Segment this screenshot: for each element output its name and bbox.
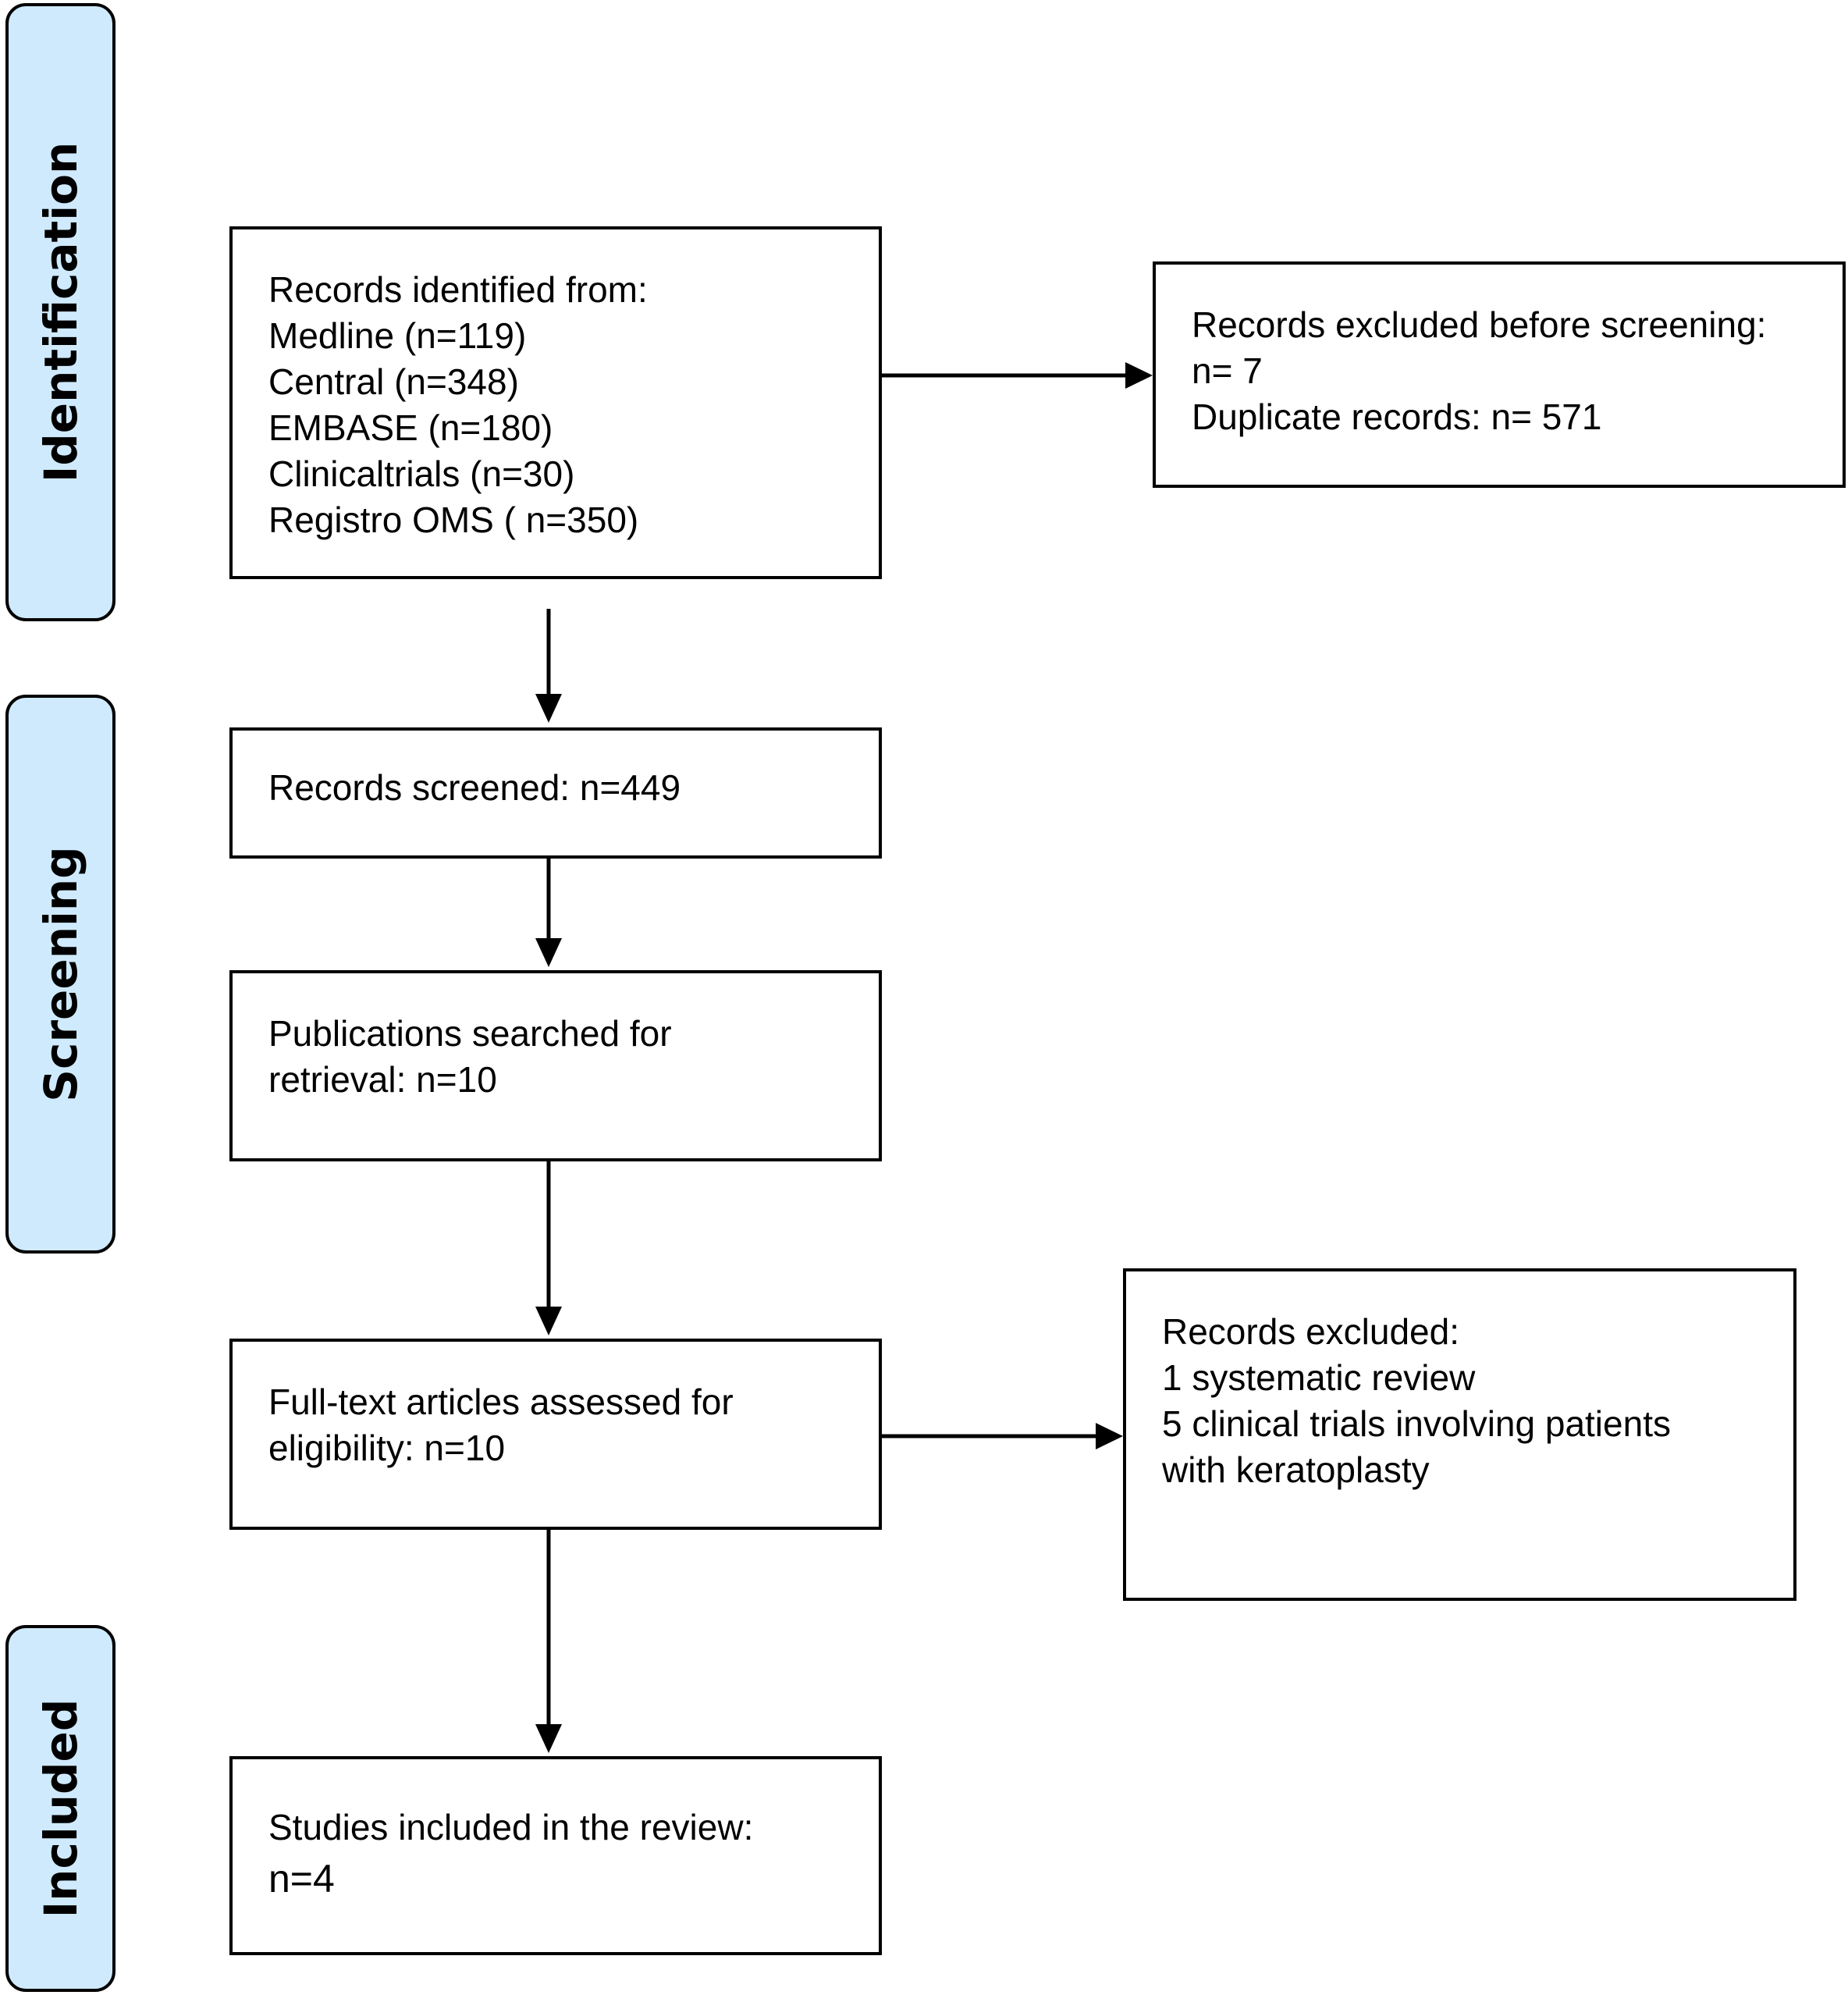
box-line: Clinicaltrials (n=30)	[268, 453, 575, 494]
full-text-eligibility-box: Full-text articles assessed for eligibil…	[229, 1339, 882, 1530]
box-line: Registro OMS ( n=350)	[268, 500, 639, 540]
records-screened-box: Records screened: n=449	[229, 727, 882, 859]
arrowhead	[1096, 1423, 1123, 1449]
box-line: Records identified from:	[268, 269, 648, 310]
phase-screening: Screening	[5, 695, 116, 1254]
studies-included-box: Studies included in the review: n=4	[229, 1756, 882, 1955]
box-line: Records excluded before screening:	[1192, 304, 1767, 345]
publications-retrieval-box: Publications searched for retrieval: n=1…	[229, 970, 882, 1161]
box-line: Records screened: n=449	[268, 767, 681, 808]
box-line: Publications searched for	[268, 1013, 672, 1054]
records-excluded-box: Records excluded: 1 systematic review 5 …	[1123, 1268, 1796, 1601]
arrowhead	[535, 1307, 562, 1335]
box-line: Full-text articles assessed for	[268, 1382, 734, 1422]
box-line: Medline (n=119)	[268, 315, 527, 356]
box-line: eligibility: n=10	[268, 1428, 506, 1468]
box-line: Central (n=348)	[268, 361, 519, 402]
box-line: 5 clinical trials involving patients	[1162, 1403, 1671, 1444]
box-line: EMBASE (n=180)	[268, 407, 553, 448]
box-line: Duplicate records: n= 571	[1192, 397, 1602, 437]
records-identified-box: Records identified from: Medline (n=119)…	[229, 226, 882, 579]
phase-identification: Identification	[5, 3, 116, 621]
arrowhead	[1125, 362, 1153, 389]
box-line: Studies included in the review:	[268, 1807, 754, 1847]
arrowhead	[535, 1724, 562, 1753]
box-line: n= 7	[1192, 350, 1263, 391]
records-excluded-before-screening-box: Records excluded before screening: n= 7 …	[1153, 261, 1846, 488]
phase-included: Included	[5, 1625, 116, 1992]
box-line: n=4	[268, 1857, 335, 1901]
box-line: 1 systematic review	[1162, 1357, 1476, 1398]
box-line: retrieval: n=10	[268, 1059, 497, 1100]
arrowhead	[535, 938, 562, 967]
box-line: Records excluded:	[1162, 1311, 1459, 1352]
arrowhead	[535, 694, 562, 723]
box-line: with keratoplasty	[1162, 1449, 1430, 1490]
